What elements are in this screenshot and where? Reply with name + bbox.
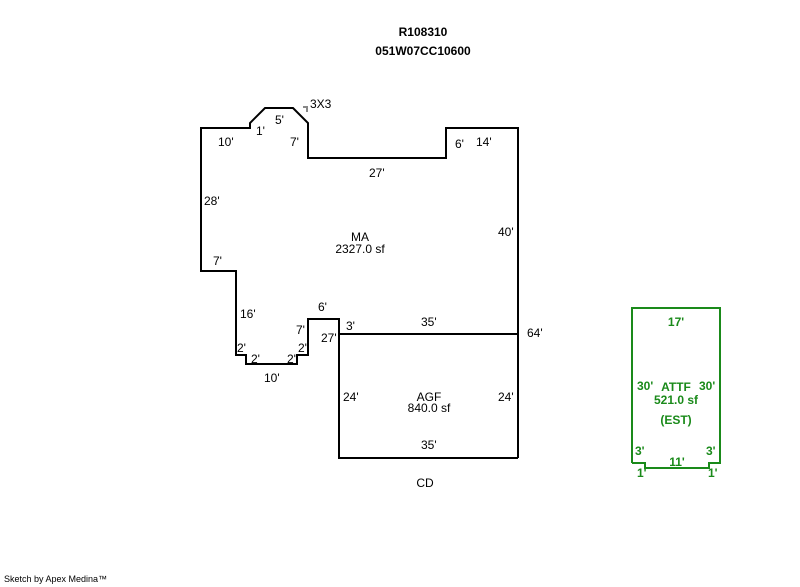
dim-label: 2' — [237, 341, 246, 355]
cd-label: CD — [416, 476, 434, 490]
dim-label: 10' — [264, 371, 280, 385]
dim-label: 2' — [298, 341, 307, 355]
parcel-id: R108310 — [399, 25, 448, 39]
attf-area: 521.0 sf — [654, 393, 699, 407]
attf-code: ATTF — [661, 380, 691, 394]
dim-label: 10' — [218, 135, 234, 149]
dim-label: 35' — [421, 315, 437, 329]
dim-label: 6' — [455, 137, 464, 151]
dim-label: 1' — [256, 124, 265, 138]
sketch-credit: Sketch by Apex Medina™ — [4, 574, 108, 584]
dim-label: 27' — [369, 166, 385, 180]
dim-label: 14' — [476, 135, 492, 149]
ma-code: MA — [351, 230, 369, 244]
dim-label: 64' — [527, 326, 543, 340]
dim-label: 2' — [251, 352, 260, 366]
dim-label: 5' — [275, 113, 284, 127]
ma-outline — [200, 107, 519, 459]
dim-label: 7' — [290, 135, 299, 149]
agf-code: AGF — [417, 390, 442, 404]
dim-label: 2' — [287, 352, 296, 366]
ma-area: 2327.0 sf — [335, 242, 385, 256]
3x3-marker — [303, 106, 308, 112]
dim-label: 35' — [421, 438, 437, 452]
dim-label: 1' — [708, 466, 718, 480]
dim-label: 28' — [204, 194, 220, 208]
attf-note: (EST) — [660, 413, 691, 427]
dim-label: 11' — [669, 455, 685, 469]
dim-label: 7' — [296, 323, 305, 337]
dim-label: 30' — [637, 379, 653, 393]
dim-label: 6' — [318, 300, 327, 314]
dim-label: 24' — [498, 390, 514, 404]
dim-label: 3' — [346, 319, 355, 333]
dim-label: 40' — [498, 225, 514, 239]
dim-label: 27' — [321, 331, 337, 345]
agf-dimensions: 3' 35' 24' 24' 35' — [343, 315, 514, 452]
attf-dimensions: 17' 30' 30' 3' 3' 11' 1' 1' — [635, 315, 718, 480]
agf-area: 840.0 sf — [408, 401, 451, 415]
dim-label: 3' — [706, 444, 716, 458]
ma-dimensions: 10' 1' 5' 7' 3X3 27' 6' 14' 28' 40' 7' 1… — [204, 97, 543, 385]
map-number: 051W07CC10600 — [375, 44, 471, 58]
dim-label: 3X3 — [310, 97, 332, 111]
dim-label: 17' — [668, 315, 684, 329]
dim-label: 1' — [637, 466, 647, 480]
dim-label: 3' — [635, 444, 645, 458]
dim-label: 7' — [213, 254, 222, 268]
dim-label: 16' — [240, 307, 256, 321]
dim-label: 24' — [343, 390, 359, 404]
attf-outline — [631, 307, 721, 469]
dim-label: 30' — [699, 379, 715, 393]
